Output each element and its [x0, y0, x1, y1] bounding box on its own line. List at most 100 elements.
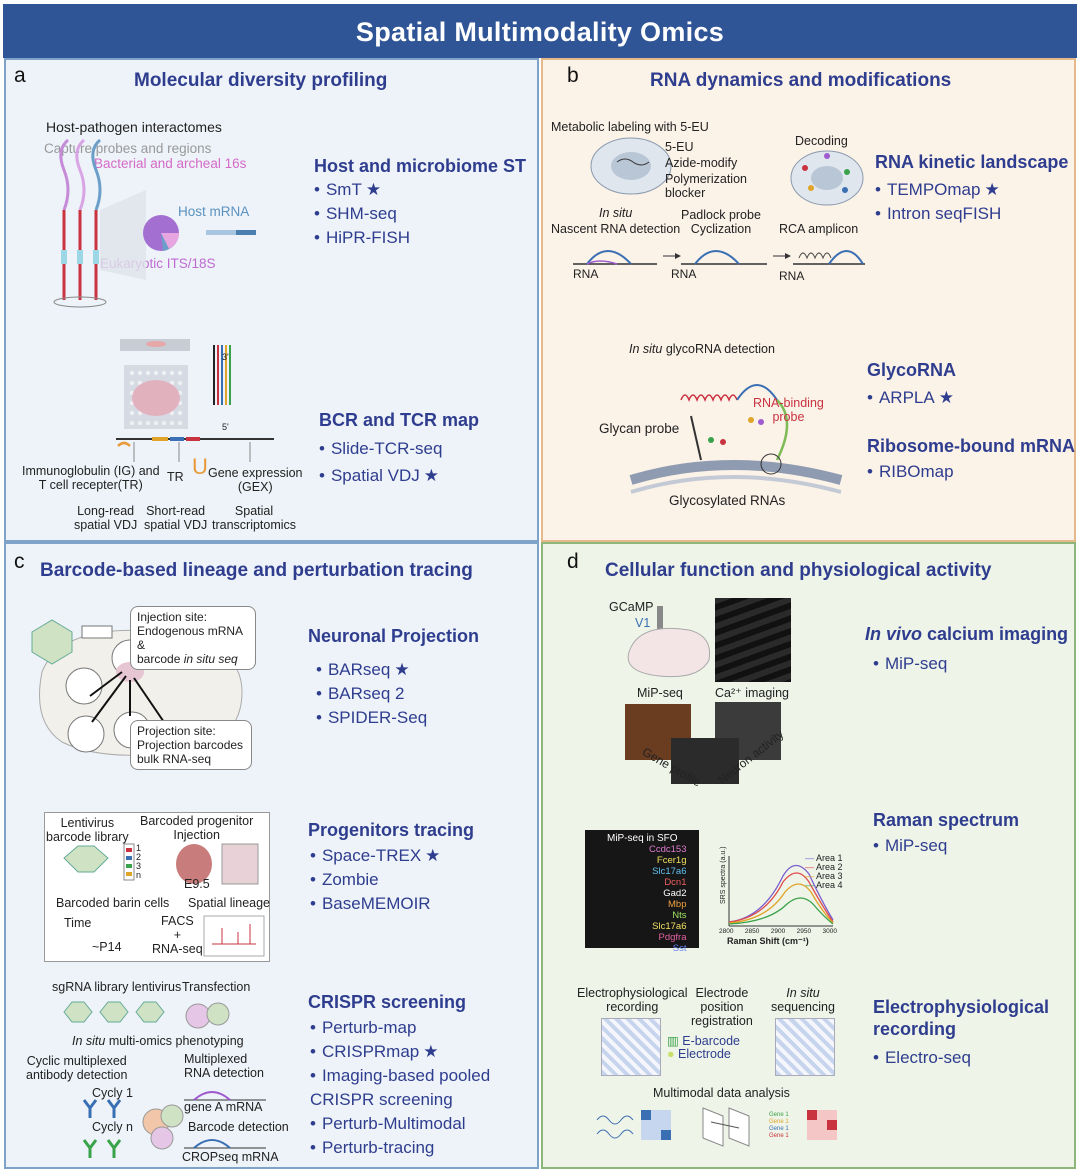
label-n1: 1	[136, 843, 142, 853]
ephys-grid-image	[601, 1018, 661, 1076]
label-multimodal: Multimodal data analysis	[653, 1086, 790, 1100]
label-gene-a: gene A mRNA	[184, 1100, 263, 1114]
method-list-host-microbiome: •SmT★ •SHM-seq •HiPR-FISH	[314, 178, 410, 250]
label-spatial-lineage: Spatial lineage	[188, 896, 271, 910]
panel-title: Barcode-based lineage and perturbation t…	[40, 560, 473, 581]
label-long-read: Long-read spatial VDJ	[74, 504, 138, 532]
heading-rna-kinetic: RNA kinetic landscape	[875, 152, 1069, 172]
capture-probe-illustration	[53, 138, 256, 308]
label-glycan-probe: Glycan probe	[599, 421, 680, 436]
heading-progenitors: Progenitors tracing	[308, 820, 475, 840]
label-nn: n	[136, 870, 142, 880]
label-gcamp: GCaMP	[609, 600, 654, 614]
lineage-tree-illustration	[203, 915, 265, 957]
panel-letter: d	[567, 550, 579, 573]
progenitor-illustration	[63, 843, 259, 885]
method-item: •CRISPRmap★	[310, 1042, 439, 1061]
raman-legend: — Area 1 — Area 2 — Area 3 — Area 4	[805, 853, 843, 890]
method-list-bcr-tcr: •Slide-TCR-seq •Spatial VDJ★	[319, 435, 442, 489]
label-ig-tr: Immunoglobulin (IG) and T cell recepter(…	[22, 464, 160, 492]
panel-b: b RNA dynamics and modifications Metabol…	[541, 58, 1076, 542]
star-icon: ★	[984, 180, 1000, 199]
star-icon: ★	[938, 388, 954, 407]
label-barcoded-progenitor: Barcoded progenitor Injection	[140, 814, 254, 842]
cell-illustration	[590, 137, 672, 195]
main-title-banner: Spatial Multimodality Omics	[3, 4, 1077, 58]
raman-spectrum-chart	[728, 856, 834, 927]
method-list-calcium: •MiP-seq	[873, 652, 947, 676]
insitu-grid-image	[775, 1018, 835, 1076]
label-host-mrna: Host mRNA	[178, 204, 250, 219]
rna-detection-illustration	[573, 250, 865, 265]
label-rna-2: RNA	[671, 267, 697, 281]
method-item: •HiPR-FISH	[314, 228, 411, 247]
vdj-bar-illustration	[116, 437, 274, 462]
label-metabolic-labeling: Metabolic labeling with 5-EU	[551, 120, 709, 134]
method-item: •BaseMEMOIR	[310, 894, 431, 913]
method-item: •Imaging-based pooled	[310, 1066, 491, 1085]
gene-name-list: Ccdc153 Fcer1g Slc17a6 Dcn1 Gad2 Mbp Nts…	[649, 844, 687, 954]
bcr-tcr-chip-illustration	[120, 339, 231, 429]
heading-ribosome: Ribosome-bound mRNA	[867, 436, 1075, 456]
label-cycle1: Cycly 1	[92, 1086, 133, 1100]
panel-title: Molecular diversity profiling	[134, 70, 388, 91]
panel-d: d Cellular function and physiological ac…	[541, 542, 1076, 1169]
method-item: •MiP-seq	[873, 836, 948, 855]
method-list-rna-kinetic: •TEMPOmap★ •Intron seqFISH	[875, 178, 1001, 226]
star-icon: ★	[365, 180, 382, 199]
decoding-cell-illustration	[790, 150, 864, 206]
panel-a: a Molecular diversity profiling Host-pat…	[4, 58, 539, 542]
label-sgrna: sgRNA library lentivirus	[52, 980, 182, 994]
panel-c: c Barcode-based lineage and perturbation…	[4, 542, 539, 1169]
panel-letter: a	[14, 64, 26, 87]
label-capture-probes: Capture probes and regions	[44, 141, 212, 156]
mipseq-sfo-image	[585, 830, 699, 948]
label-barcode-detection: Barcode detection	[188, 1120, 289, 1134]
method-list-neuronal: •BARseq★ •BARseq 2 •SPIDER-Seq	[316, 658, 427, 730]
panel-title: RNA dynamics and modifications	[650, 70, 952, 91]
label-v1: V1	[635, 616, 651, 630]
label-glycosylated: Glycosylated RNAs	[669, 493, 786, 508]
method-item: •MiP-seq	[873, 654, 948, 673]
heading-raman: Raman spectrum	[873, 810, 1020, 830]
method-item: •Zombie	[310, 870, 379, 889]
method-item: •TEMPOmap★	[875, 180, 1000, 199]
method-list-glycorna: •ARPLA★	[867, 386, 954, 410]
ca-imaging-stack	[715, 598, 791, 682]
method-item: •Perturb-tracing	[310, 1138, 435, 1157]
heading-host-microbiome: Host and microbiome ST	[314, 156, 527, 176]
star-icon: ★	[423, 466, 440, 485]
transfection-illustration	[63, 1001, 230, 1029]
method-item: •Intron seqFISH	[875, 204, 1002, 223]
method-item: •BARseq★	[316, 660, 410, 679]
heading-in-vivo: In vivo calcium imaging	[865, 624, 1069, 644]
method-list-crispr: •Perturb-map •CRISPRmap★ •Imaging-based …	[310, 1016, 490, 1160]
label-facs: FACS + RNA-seq	[152, 914, 203, 956]
heading-neuronal-projection: Neuronal Projection	[308, 626, 480, 646]
label-n2: 2	[136, 852, 142, 862]
label-decoding: Decoding	[795, 134, 848, 148]
electrode-icon: ●	[667, 1047, 675, 1061]
label-rna-binding-probe: RNA-binding probe	[753, 396, 824, 424]
brain-calcium-illustration	[627, 606, 711, 678]
panel-letter: b	[567, 64, 579, 87]
gene-labels: Gene 1 Gene 1 Gene 1 Gene 1	[769, 1112, 789, 1139]
raman-y-label: SRS spectra (a.u.)	[720, 846, 727, 904]
label-multiplexed: Multiplexed RNA detection	[184, 1052, 264, 1080]
label-5eu: 5-EU	[665, 140, 694, 154]
label-gex: Gene expression (GEX)	[208, 466, 303, 494]
raman-x-label: Raman Shift (cm⁻¹)	[727, 936, 809, 946]
heading-bcr-tcr: BCR and TCR map	[319, 410, 480, 430]
star-icon: ★	[423, 1042, 439, 1061]
callout-projection-site: Projection site: Projection barcodes bul…	[130, 720, 252, 770]
method-list-progenitors: •Space-TREX★ •Zombie •BaseMEMOIR	[310, 844, 440, 916]
star-icon: ★	[425, 846, 441, 865]
u-shaped-icon: U	[192, 454, 208, 479]
method-item-continuation: CRISPR screening	[310, 1090, 453, 1109]
glycorna-illustration	[629, 384, 843, 494]
label-glyco-detection: In situ glycoRNA detection	[629, 342, 775, 356]
heading-glycorna: GlycoRNA	[867, 360, 957, 380]
method-item: •Spatial VDJ★	[319, 466, 440, 485]
label-bacterial-16s: Bacterial and archeal 16s	[94, 156, 247, 171]
